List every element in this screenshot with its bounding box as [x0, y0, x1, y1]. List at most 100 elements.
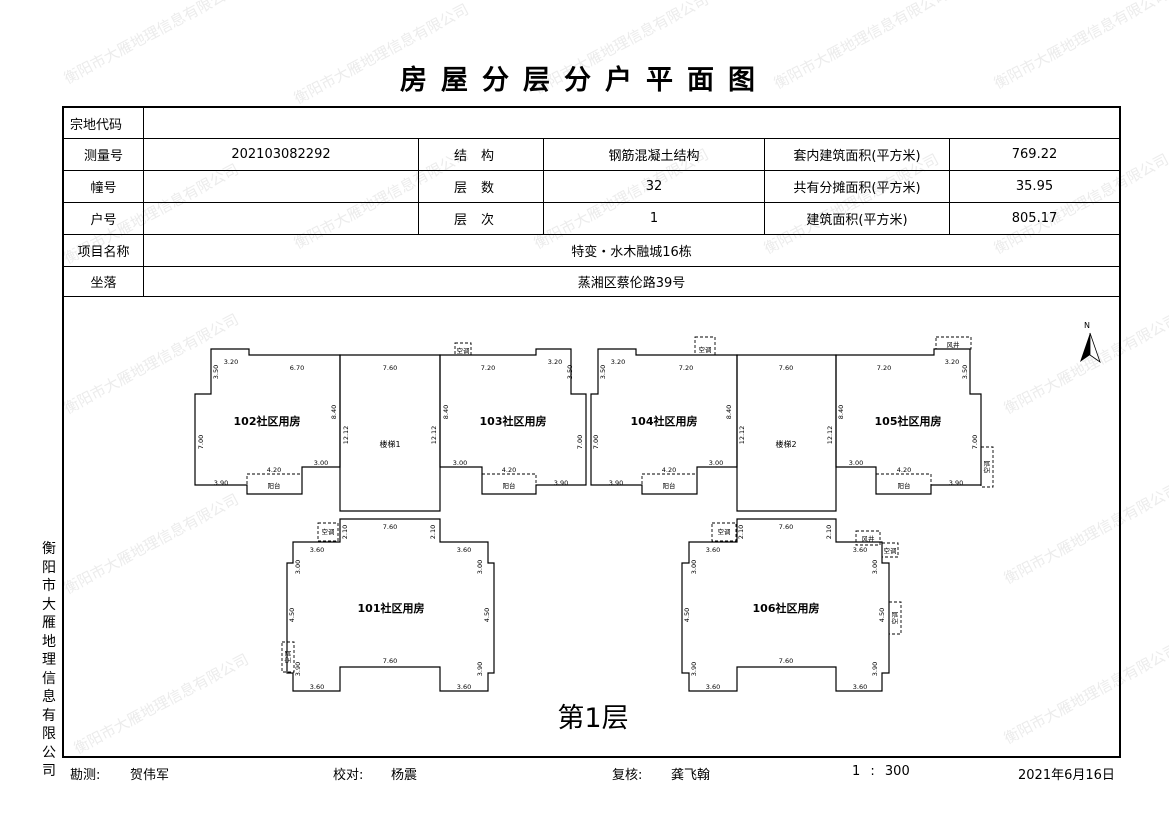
- dim-label: 3.00: [690, 560, 698, 574]
- dim-label: 3.00: [294, 560, 302, 574]
- dim-label: 3.20: [548, 358, 562, 366]
- dim-label: 3.60: [457, 683, 471, 691]
- dim-label: 3.50: [961, 365, 969, 379]
- dim-label: 3.90: [214, 479, 228, 487]
- dim-label: 4.20: [267, 466, 281, 474]
- dim-label: 3.00: [453, 459, 467, 467]
- dim-label: 7.20: [481, 364, 495, 372]
- ac-tag: 空调: [699, 345, 712, 354]
- ac-outline: [888, 601, 902, 635]
- label-structure: 结构: [453, 148, 508, 164]
- balcony-tag: 阳台: [268, 481, 281, 490]
- dim-label: 4.20: [662, 466, 676, 474]
- dim-label: 4.20: [897, 466, 911, 474]
- dim-label: 7.60: [779, 364, 793, 372]
- ac-tag: 空调: [283, 651, 292, 664]
- checker-label: 校对:: [333, 768, 364, 783]
- room-label-104: 104社区用房: [631, 414, 698, 428]
- room-label-106: 106社区用房: [753, 601, 820, 615]
- room-outline-101: [286, 518, 495, 692]
- ac-tag: 空调: [322, 527, 335, 536]
- dim-label: 2.10: [737, 525, 745, 539]
- dim-label: 3.50: [566, 365, 574, 379]
- table-rule: [418, 138, 419, 234]
- balcony-tag: 阳台: [503, 481, 516, 490]
- dim-label: 8.40: [837, 405, 845, 419]
- table-rule: [543, 138, 544, 234]
- ac-outline: [711, 522, 737, 542]
- stair-label-1: 楼梯1: [379, 439, 400, 449]
- value-building-area: 805.17: [1011, 210, 1058, 226]
- ac-tag: 空调: [457, 346, 470, 355]
- table-rule: [64, 296, 1119, 297]
- label-location: 坐落: [90, 275, 117, 291]
- ac-outline: [855, 530, 881, 546]
- dim-label: 3.60: [853, 683, 867, 691]
- dim-label: 3.90: [476, 662, 484, 676]
- surveyor-label: 勘测:: [70, 768, 101, 783]
- dim-label: 7.60: [383, 523, 397, 531]
- dim-label: 3.60: [853, 546, 867, 554]
- balcony-tag: 阳台: [898, 481, 911, 490]
- room-label-102: 102社区用房: [234, 414, 301, 428]
- room-label-105: 105社区用房: [875, 414, 942, 428]
- ac-tag: 空调: [890, 612, 899, 625]
- value-building-no: [144, 170, 418, 202]
- dim-label: 3.50: [599, 365, 607, 379]
- side-company-name: 衡阳市大雁地理信息有限公司: [42, 541, 56, 779]
- surveyor-name: 贺伟军: [130, 768, 170, 783]
- room-outline-106: [681, 518, 890, 692]
- label-survey-no: 测量号: [83, 148, 123, 164]
- ac-tag: 空调: [884, 546, 897, 555]
- dim-label: 3.00: [849, 459, 863, 467]
- north-arrow-icon: N: [1080, 321, 1101, 364]
- ac-outline: [694, 336, 716, 356]
- table-rule: [64, 138, 1119, 139]
- dim-label: 3.90: [609, 479, 623, 487]
- dim-label: 4.50: [288, 608, 296, 622]
- label-unit-no: 户号: [90, 212, 117, 228]
- dim-label: 3.60: [457, 546, 471, 554]
- dim-label: 3.50: [212, 365, 220, 379]
- dim-label: 3.00: [476, 560, 484, 574]
- dim-label: 3.90: [554, 479, 568, 487]
- checker-name: 杨震: [391, 768, 418, 783]
- reviewer-name: 龚飞翰: [671, 768, 711, 783]
- ac-outline: [317, 522, 339, 542]
- dim-label: 3.20: [224, 358, 238, 366]
- value-survey-no: 202103082292: [231, 146, 331, 162]
- dim-label: 8.40: [442, 405, 450, 419]
- label-floors: 层数: [453, 180, 508, 196]
- dim-label: 3.60: [706, 546, 720, 554]
- shaft-tag: 风井: [862, 534, 876, 543]
- north-label: N: [1084, 321, 1090, 330]
- dim-label: 7.20: [877, 364, 891, 372]
- page-title: 房屋分层分户平面图: [400, 65, 769, 96]
- floor-label: 第1层: [557, 703, 628, 734]
- dim-label: 3.00: [709, 459, 723, 467]
- table-rule: [764, 138, 765, 234]
- dim-label: 3.90: [949, 479, 963, 487]
- dim-label: 4.50: [878, 608, 886, 622]
- balcony-outline: [481, 473, 537, 495]
- drawing-frame: 宗地代码 测量号 202103082292 结构 钢筋混凝土结构 套内建筑面积(…: [62, 106, 1121, 758]
- value-parcel-code: [144, 108, 1119, 138]
- dim-label: 12.12: [826, 426, 834, 445]
- floor-plan: 102社区用房 103社区用房 104社区用房 105社区用房 101社区用房 …: [194, 321, 1101, 734]
- value-project-name: 特变・水木融城16栋: [571, 244, 692, 260]
- date: 2021年6月16日: [1018, 768, 1115, 783]
- dim-label: 7.60: [779, 523, 793, 531]
- ac-tag: 空调: [718, 527, 731, 536]
- dim-label: 7.60: [383, 657, 397, 665]
- value-structure: 钢筋混凝土结构: [608, 148, 700, 164]
- value-unit-no: [144, 202, 418, 234]
- dim-label: 2.10: [825, 525, 833, 539]
- dim-label: 2.10: [341, 525, 349, 539]
- reviewer-label: 复核:: [612, 768, 643, 783]
- dim-label: 3.00: [871, 560, 879, 574]
- ac-outline: [454, 342, 472, 356]
- table-rule: [64, 266, 1119, 267]
- dim-label: 3.60: [310, 683, 324, 691]
- label-building-no: 幢号: [90, 180, 117, 196]
- dim-label: 4.50: [683, 608, 691, 622]
